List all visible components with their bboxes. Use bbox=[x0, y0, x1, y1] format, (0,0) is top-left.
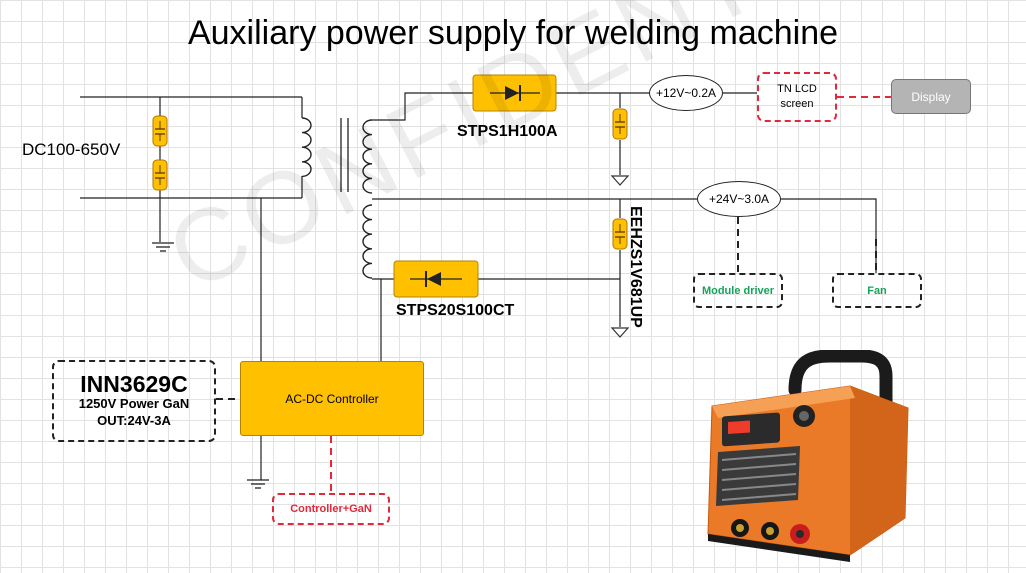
controller-label: AC-DC Controller bbox=[285, 391, 379, 406]
controller-gan-label: Controller+GaN bbox=[290, 502, 372, 515]
output-12v-rail: +12V~0.2A bbox=[649, 75, 723, 111]
secondary-winding-upper bbox=[362, 119, 373, 194]
fan-box: Fan bbox=[832, 273, 922, 308]
diode-top-label: STPS1H100A bbox=[457, 123, 558, 140]
ac-dc-controller-block: AC-DC Controller bbox=[240, 361, 424, 436]
tn-lcd-screen-box: TN LCD screen bbox=[757, 72, 837, 122]
input-voltage-label: DC100-650V bbox=[22, 140, 121, 159]
output-24v-rail: +24V~3.0A bbox=[697, 181, 781, 217]
primary-winding bbox=[301, 117, 312, 178]
lcd-label-line1: TN LCD bbox=[777, 83, 817, 96]
diode-stps20s100ct bbox=[393, 260, 479, 298]
secondary-winding-lower bbox=[362, 204, 373, 279]
diagram-title: Auxiliary power supply for welding machi… bbox=[187, 14, 839, 52]
output-12v-label: +12V~0.2A bbox=[655, 86, 717, 100]
chip-output-spec: OUT:24V-3A bbox=[97, 413, 171, 429]
lcd-label-line2: screen bbox=[780, 98, 814, 110]
input-capacitor-2 bbox=[152, 159, 168, 191]
ground-symbol-24v bbox=[611, 327, 629, 338]
ground-symbol-12v bbox=[611, 175, 629, 186]
diode-bottom-label: STPS20S100CT bbox=[396, 302, 515, 319]
output-24v-label: +24V~3.0A bbox=[708, 192, 770, 206]
display-button[interactable]: Display bbox=[891, 79, 971, 114]
controller-gan-box: Controller+GaN bbox=[272, 493, 390, 525]
diode-stps1h100a bbox=[472, 74, 557, 112]
module-driver-label: Module driver bbox=[701, 284, 775, 297]
capacitor-part-label: EEHZS1V681UP bbox=[627, 206, 644, 328]
fan-label: Fan bbox=[867, 284, 887, 297]
module-driver-box: Module driver bbox=[693, 273, 783, 308]
dashed-connections bbox=[216, 96, 891, 493]
display-label: Display bbox=[911, 89, 951, 104]
welding-machine-image bbox=[707, 350, 909, 562]
ground-symbol-primary bbox=[151, 242, 175, 252]
ground-symbol-controller bbox=[246, 479, 270, 489]
output-capacitor-24v bbox=[612, 218, 628, 250]
chip-info-box: INN3629C 1250V Power GaN OUT:24V-3A bbox=[52, 360, 216, 442]
chip-gan-spec: 1250V Power GaN bbox=[78, 396, 190, 412]
secondary-wiring bbox=[372, 92, 877, 361]
input-capacitor-1 bbox=[152, 115, 168, 147]
output-capacitor-12v bbox=[612, 108, 628, 140]
chip-name: INN3629C bbox=[80, 371, 188, 398]
